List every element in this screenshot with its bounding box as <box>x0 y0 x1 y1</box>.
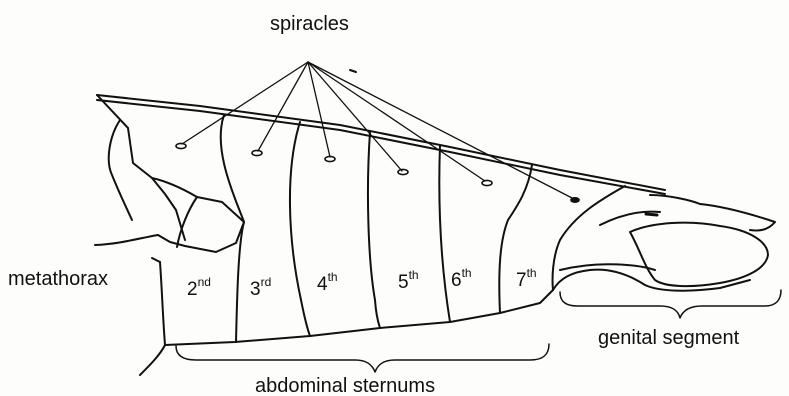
spiracle-4 <box>325 156 335 161</box>
segment-dividers <box>128 115 625 342</box>
segment-label-4th: 4th <box>317 270 338 295</box>
genital-segment-label: genital segment <box>598 327 740 349</box>
ventral-edge <box>165 290 553 345</box>
segment-labels: 2nd 3rd 4th 5th 6th 7th <box>187 266 537 300</box>
abdominal-sternums-brace <box>176 344 549 372</box>
genital-segment-outline <box>553 195 775 291</box>
abdominal-sternums-label: abdominal sternums <box>255 375 435 396</box>
spiracle-6 <box>482 180 492 185</box>
spiracle-leader-lines <box>182 62 574 199</box>
spiracle-2 <box>176 143 186 148</box>
spiracle-3 <box>252 150 262 155</box>
segment-label-6th: 6th <box>451 266 472 291</box>
segment-label-7th: 7th <box>516 266 537 291</box>
segment-label-3rd: 3rd <box>250 275 271 300</box>
segment-label-2nd: 2nd <box>187 275 211 300</box>
spiracles-marks <box>176 143 579 202</box>
metathorax-label: metathorax <box>8 268 108 290</box>
spiracle-7 <box>571 198 579 202</box>
genital-segment-brace <box>560 290 781 318</box>
spiracles-label: spiracles <box>270 13 349 35</box>
segment-label-5th: 5th <box>398 268 419 293</box>
spiracle-5 <box>398 169 408 174</box>
genital-mark <box>646 214 657 215</box>
stray-mark <box>350 70 356 72</box>
